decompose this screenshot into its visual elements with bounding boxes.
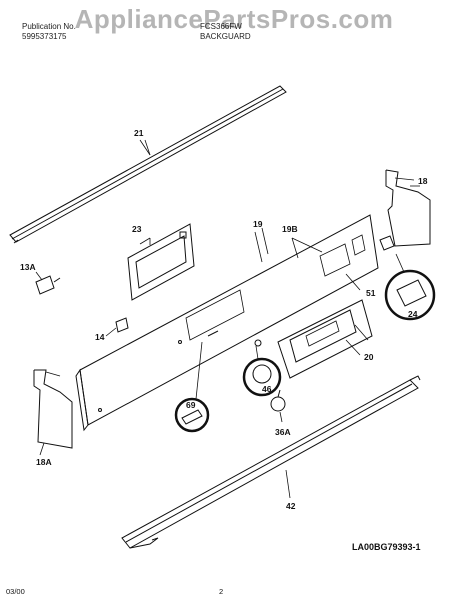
label-part-14: 14 bbox=[95, 332, 105, 342]
label-part-24: 24 bbox=[408, 309, 418, 319]
label-part-18a: 18A bbox=[36, 457, 52, 467]
label-part-36a: 36A bbox=[275, 427, 291, 437]
publication-header: Publication No. 5995373175 bbox=[22, 22, 76, 42]
label-part-51: 51 bbox=[366, 288, 376, 298]
label-part-20: 20 bbox=[364, 352, 374, 362]
label-part-21: 21 bbox=[134, 128, 144, 138]
publication-label: Publication No. bbox=[22, 22, 76, 31]
label-part-19b: 19B bbox=[282, 224, 298, 234]
part-51-connector bbox=[379, 235, 395, 251]
label-part-13a: 13A bbox=[20, 262, 36, 272]
section-title: BACKGUARD bbox=[200, 32, 251, 41]
label-part-46: 46 bbox=[262, 384, 272, 394]
callout-24-circle bbox=[384, 253, 436, 321]
callout-46-circle bbox=[242, 339, 282, 397]
label-part-18: 18 bbox=[418, 176, 428, 186]
part-36a-knob bbox=[270, 389, 286, 412]
part-42-bottom-trim bbox=[121, 375, 421, 549]
section-header: FCS366FW BACKGUARD bbox=[200, 22, 251, 42]
watermark: AppliancePartsPros.com bbox=[74, 4, 394, 34]
footer-page-number: 2 bbox=[219, 587, 224, 596]
label-part-19: 19 bbox=[253, 219, 263, 229]
part-18-right-endcap bbox=[385, 169, 431, 247]
label-part-42: 42 bbox=[286, 501, 296, 511]
model-number: FCS366FW bbox=[200, 22, 242, 31]
leader-lines bbox=[35, 139, 420, 499]
label-part-69: 69 bbox=[186, 400, 196, 410]
label-part-23: 23 bbox=[132, 224, 142, 234]
publication-number: 5995373175 bbox=[22, 32, 67, 41]
part-23-bracket bbox=[127, 223, 195, 301]
part-19-backguard-panel bbox=[75, 214, 379, 432]
part-13a-clip bbox=[35, 275, 61, 295]
part-21-top-trim bbox=[9, 85, 287, 244]
drawing-code: LA00BG79393-1 bbox=[352, 542, 421, 552]
part-18a-left-endcap bbox=[33, 369, 73, 449]
callout-69-circle bbox=[174, 341, 210, 433]
part-20-clock-control bbox=[277, 299, 373, 379]
part-14-screw bbox=[115, 317, 129, 333]
footer-date: 03/00 bbox=[6, 587, 25, 596]
